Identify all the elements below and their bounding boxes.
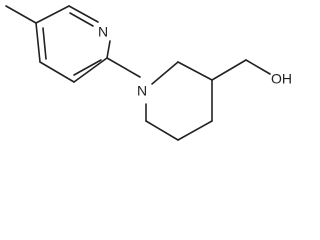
bond-pyr-to-pip [106,57,141,78]
bond-pyr-c3-c4 [39,61,75,83]
bond-pyr-c2-c3-inner [73,59,102,76]
bond-c3-ch2 [211,59,247,81]
bond-pip-c4-c5 [177,120,213,141]
bond-ch2-oh [245,59,271,75]
bond-pyr-c5-c6 [35,5,70,24]
piperidine-nitrogen-label: N [137,83,147,99]
bond-pyr-c4-c5-inner [42,27,47,60]
hydroxyl-label: OH [271,71,292,87]
piperidine-ring [145,61,213,141]
bond-pyr-c2-c3 [73,57,108,83]
bond-pyr-c6-n1 [68,5,99,23]
bond-pyr-c4-c5 [35,22,41,63]
bond-pyr-n1-c2 [106,40,111,59]
bond-pyr-c6-n1-inner [69,12,94,27]
bond-pip-n-c2 [151,61,179,85]
bond-methyl [5,5,37,24]
pyridine-nitrogen-label: N [98,24,108,40]
structure-diagram: N N OH [5,5,292,141]
bond-pip-c2-c3 [177,61,213,81]
pyridine-ring [35,5,111,83]
bond-pip-c5-c6 [145,120,179,141]
